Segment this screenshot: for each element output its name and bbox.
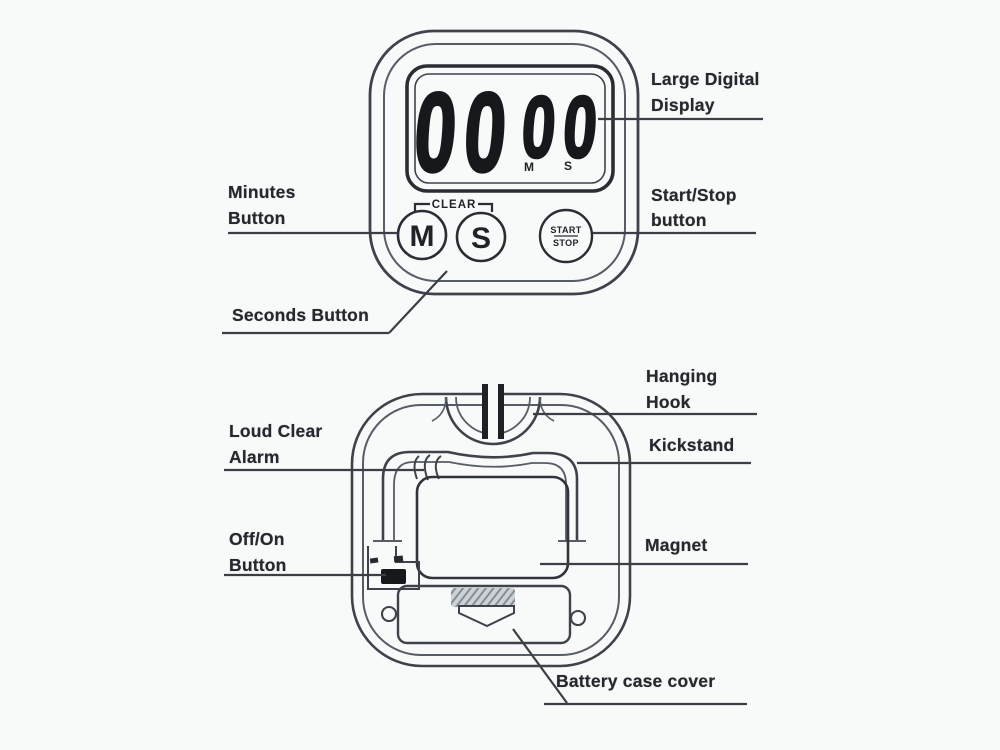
callout-kickstand: Kickstand — [649, 435, 735, 455]
clear-label: CLEAR — [432, 199, 477, 211]
front-timer-body-inner-line — [383, 43, 626, 282]
callout-minutes-button: Minutes Button — [228, 182, 296, 228]
leader-seconds-diagonal — [388, 270, 448, 334]
clear-bracket: CLEAR — [413, 196, 494, 212]
battery-cover-grip — [451, 588, 515, 607]
front-view: 00 00 M S CLEAR M S — [222, 29, 763, 335]
off-on-slider — [367, 546, 420, 590]
off-on-slider-knob — [381, 569, 406, 584]
minutes-button: M — [396, 209, 448, 261]
battery-cover — [396, 584, 572, 645]
lcd-seconds-unit-label: S — [564, 159, 572, 173]
lcd-seconds: 00 — [517, 77, 609, 177]
seconds-button-letter: S — [471, 222, 491, 255]
callout-start-stop-button: Start/Stop button — [651, 185, 737, 230]
callout-loud-clear-alarm: Loud Clear Alarm — [229, 421, 323, 467]
minutes-button-letter: M — [410, 220, 435, 253]
back-view — [224, 383, 757, 706]
magnet — [415, 475, 570, 580]
kickstand — [373, 450, 586, 542]
seconds-button: S — [455, 211, 507, 263]
front-timer-body — [368, 29, 640, 296]
lcd-minutes: 00 — [409, 69, 520, 197]
svg-text:00: 00 — [410, 70, 518, 196]
lcd-display: 00 00 M S — [405, 64, 615, 197]
back-timer-body-inner-line — [362, 404, 620, 656]
start-stop-bottom-label: STOP — [553, 238, 579, 248]
screw-right — [569, 609, 587, 627]
leader-battery-diagonal — [512, 628, 568, 704]
lcd-minutes-unit-label: M — [524, 160, 534, 174]
callout-hanging-hook: Hanging Hook — [646, 366, 718, 412]
callout-seconds-button: Seconds Button — [232, 305, 369, 325]
callout-magnet: Magnet — [645, 535, 708, 555]
screw-left — [380, 605, 398, 623]
callout-large-digital-display: Large Digital Display — [651, 69, 760, 115]
callout-battery-case-cover: Battery case cover — [556, 671, 716, 691]
start-stop-button: START STOP — [538, 208, 594, 264]
callout-off-on-button: Off/On Button — [229, 529, 287, 575]
start-stop-top-label: START — [550, 225, 581, 235]
battery-cover-latch-arrow — [458, 605, 515, 628]
svg-text:00: 00 — [519, 78, 609, 176]
hanging-hook — [431, 383, 555, 446]
